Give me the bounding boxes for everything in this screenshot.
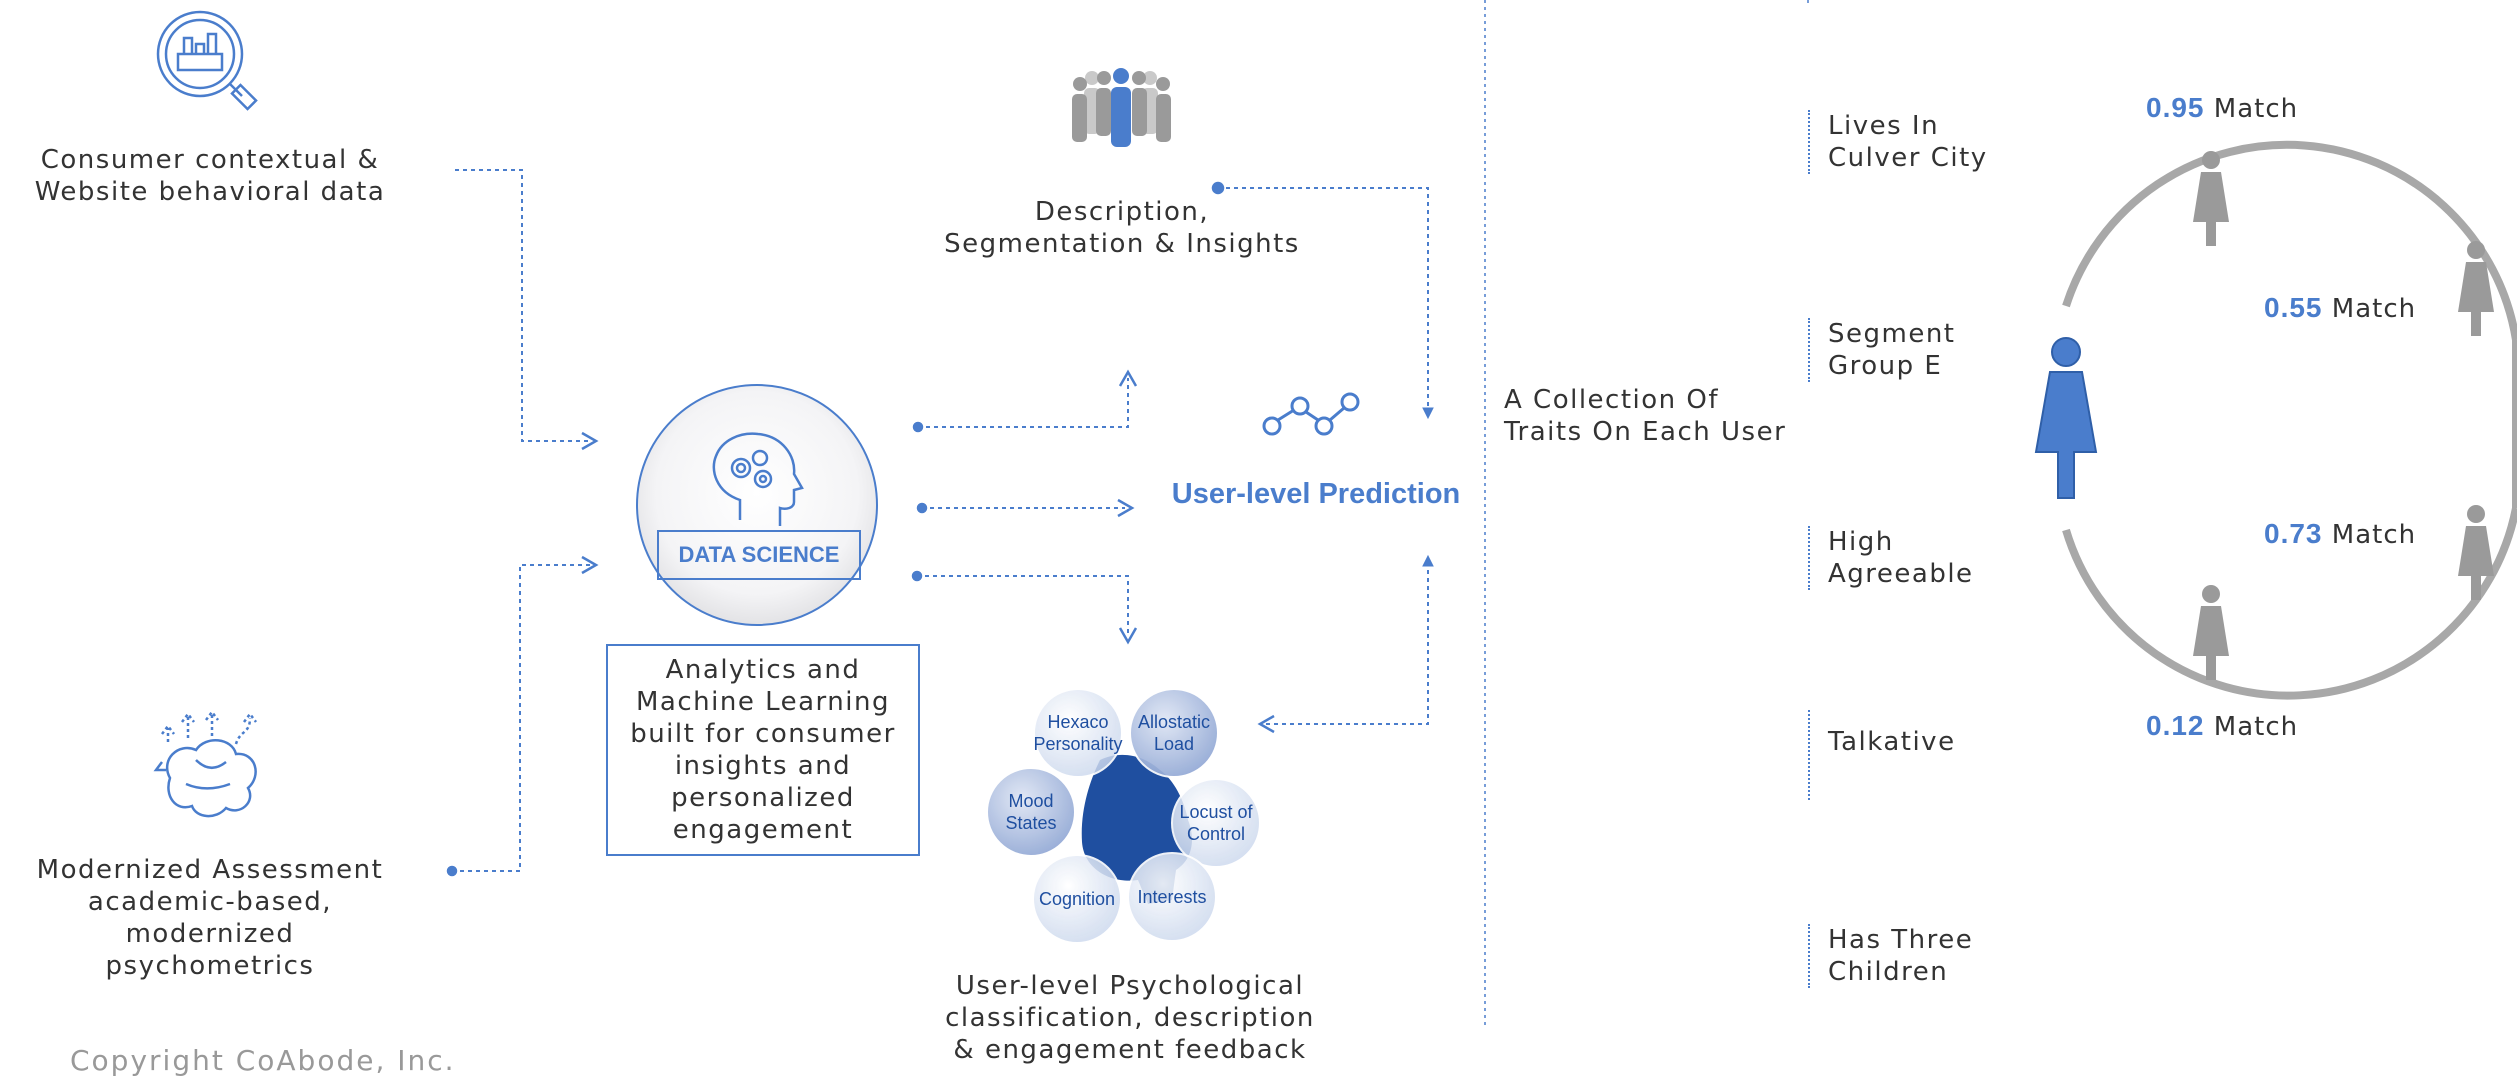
connector-ds-to-description <box>918 378 1129 428</box>
arrowhead <box>581 555 599 575</box>
prediction-title: User-level Prediction <box>1171 478 1461 510</box>
trait-item: Segment Group E <box>1808 318 1956 382</box>
connector-assessment-to-ds <box>452 564 590 872</box>
data-science-label: DATA SCIENCE <box>657 530 861 580</box>
match-score: 0.73 <box>2264 518 2323 549</box>
connector-description-to-prediction <box>1218 187 1429 415</box>
analytics-box: Analytics and Machine Learning built for… <box>606 644 920 856</box>
psych-trait-bubble <box>1032 854 1122 944</box>
match-score: 0.12 <box>2146 710 2205 741</box>
match-label: 0.95 Match <box>2146 92 2299 124</box>
connector-dot <box>1211 181 1225 195</box>
arrowhead <box>1118 627 1138 645</box>
psych-caption: User-level Psychological classification,… <box>945 971 1315 1065</box>
arrowhead <box>1117 498 1135 518</box>
consumer-data-label: Consumer contextual & Website behavioral… <box>34 145 386 207</box>
assessment-label: Modernized Assessment academic-based, mo… <box>36 855 384 981</box>
psych-trait-bubble <box>986 767 1076 857</box>
brain-arrows-icon <box>153 709 257 818</box>
trait-item: Has Three Children <box>1808 924 1973 988</box>
match-label: 0.55 Match <box>2264 292 2417 324</box>
person-female-icon-gray <box>2193 151 2494 680</box>
connector-ds-to-psych <box>917 575 1129 636</box>
connector-dot <box>446 865 458 877</box>
trait-item: Talkative <box>1808 710 1956 800</box>
arrowhead <box>581 431 599 451</box>
people-group-icon <box>1072 68 1171 147</box>
psych-trait-label: Cognition <box>1039 889 1115 909</box>
match-label: 0.12 Match <box>2146 710 2299 742</box>
match-score: 0.55 <box>2264 292 2323 323</box>
arrowhead <box>1422 554 1434 567</box>
analytics-search-icon <box>156 10 258 111</box>
connector-consumer-to-ds <box>455 169 590 442</box>
arrowhead <box>1118 369 1138 387</box>
copyright-text: Copyright CoAbode, Inc. <box>70 1044 456 1077</box>
data-science-circle <box>636 384 878 626</box>
trait-item: Lives In Culver City <box>1808 110 1988 174</box>
connector-prediction-to-psych <box>1266 562 1429 725</box>
connector-dot <box>912 421 924 433</box>
psych-trait-bubble <box>1033 688 1123 778</box>
arrowhead <box>1422 407 1434 420</box>
head-gears-icon <box>712 432 804 526</box>
traits-heading: A Collection Of Traits On Each User <box>1504 385 1787 447</box>
match-label: 0.73 Match <box>2264 518 2417 550</box>
connector-dot <box>911 570 923 582</box>
arrowhead <box>1257 714 1275 734</box>
psych-trait-label: Interests <box>1137 887 1206 907</box>
psych-trait-bubble <box>1127 852 1217 942</box>
psych-trait-bubble <box>1171 778 1261 868</box>
match-score: 0.95 <box>2146 92 2205 123</box>
person-female-icon-main <box>2034 337 2098 499</box>
network-nodes-icon <box>1262 392 1360 436</box>
analytics-text: Analytics and Machine Learning built for… <box>630 655 896 845</box>
description-label: Description, Segmentation & Insights <box>944 197 1300 259</box>
trait-item: High Agreeable <box>1808 526 1974 590</box>
psych-trait-bubble <box>1129 688 1219 778</box>
connector-dot <box>916 502 928 514</box>
